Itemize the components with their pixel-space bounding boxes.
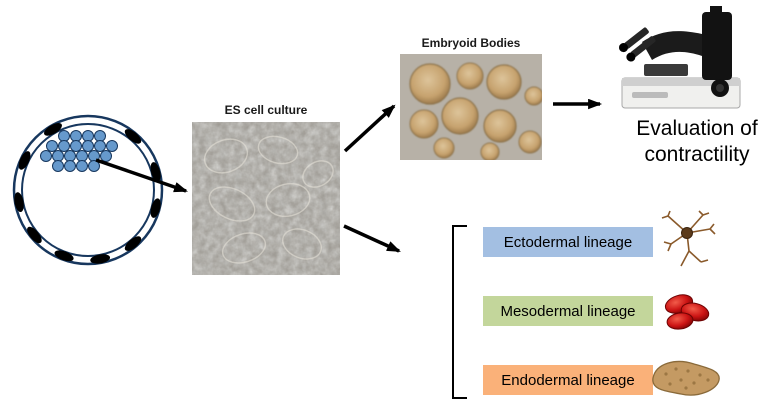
blastocyst-drawing xyxy=(12,114,164,266)
mesodermal-lineage-label: Mesodermal lineage xyxy=(483,296,653,326)
pancreas-icon xyxy=(648,356,724,400)
embryoid-bodies-image xyxy=(400,54,542,160)
es-cell-culture-image xyxy=(192,122,340,275)
arrow-culture-to-lineages xyxy=(343,224,401,253)
inner-cell-mass xyxy=(40,130,118,172)
arrow-culture-to-embryoid-bodies xyxy=(343,104,396,153)
endodermal-lineage-label: Endodermal lineage xyxy=(483,365,653,395)
neuron-icon xyxy=(658,210,716,270)
ectodermal-lineage-label: Ectodermal lineage xyxy=(483,227,653,257)
embryoid-body-spheres xyxy=(409,62,542,160)
cell-colony-outlines xyxy=(203,135,334,264)
evaluation-label: Evaluation of contractility xyxy=(636,117,758,167)
red-blood-cells-icon xyxy=(662,293,712,331)
embryoid-bodies-label: Embryoid Bodies xyxy=(421,36,521,50)
lineage-bracket xyxy=(452,225,467,399)
pancreas-texture xyxy=(664,367,710,390)
eyepieces xyxy=(619,27,656,62)
microscope-image xyxy=(612,6,744,116)
blastocyst-illustration xyxy=(8,110,168,270)
es-cell-culture-label: ES cell culture xyxy=(224,103,308,117)
